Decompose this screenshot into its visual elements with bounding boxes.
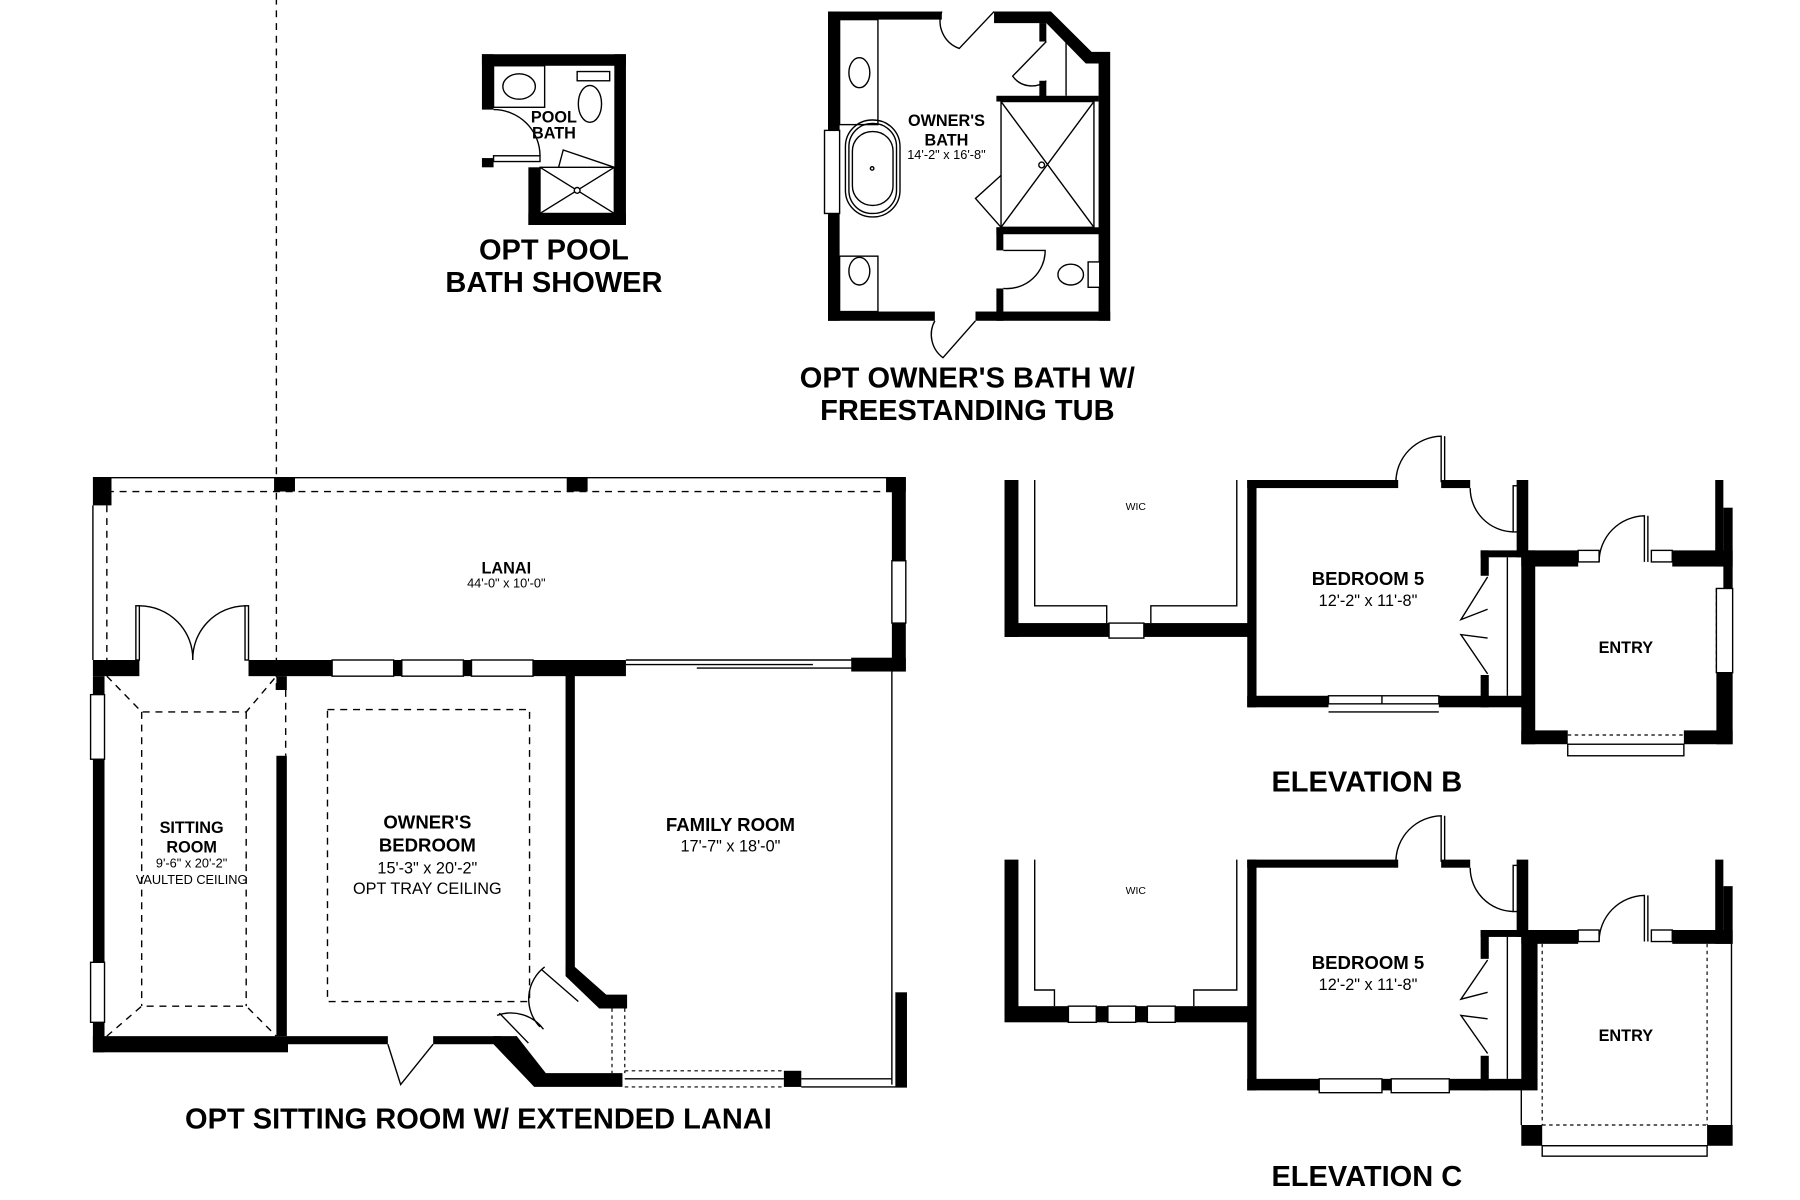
lanai-dimensions: 44'-0" x 10'-0": [467, 575, 545, 590]
bedroom5-dimensions-c: 12'-2" x 11'-8": [1319, 976, 1418, 994]
sitting-room-lanai-title: OPT SITTING ROOM W/ EXTENDED LANAI: [185, 1104, 772, 1136]
pool-bath-title-2: BATH SHOWER: [445, 267, 662, 299]
sitting-room-label-2: ROOM: [166, 839, 217, 857]
family-room-dimensions: 17'-7" x 18'-0": [681, 838, 781, 856]
elevation-c-title: ELEVATION C: [1271, 1161, 1462, 1193]
elevation-c-plan: WIC BEDROOM: [1004, 815, 1733, 1193]
entry-label-b: ENTRY: [1599, 639, 1654, 657]
owners-bath-title-2: FREESTANDING TUB: [820, 395, 1114, 427]
pool-bath-plan: POOL BATH OPT POOL BATH SHOWER: [445, 54, 663, 299]
wic-label-c: WIC: [1126, 886, 1147, 897]
owners-bath-room-label: OWNER'S: [908, 112, 985, 130]
owners-bedroom-ceiling-note: OPT TRAY CEILING: [353, 880, 502, 898]
bedroom5-label-b: BEDROOM 5: [1312, 568, 1425, 589]
sitting-room-lanai-plan: LANAI 44'-0" x 10'-0" SITTING ROOM 9'-6"…: [89, 0, 907, 1136]
pool-bath-room-label: POOL: [531, 108, 577, 126]
sitting-room-dimensions: 9'-6" x 20'-2": [156, 856, 227, 871]
owners-bath-title: OPT OWNER'S BATH W/: [800, 363, 1135, 395]
wic-label-b: WIC: [1126, 502, 1147, 513]
elevation-b-title: ELEVATION B: [1271, 767, 1462, 799]
owners-bath-plan: OWNER'S BATH 14'-2" x 16'-8" OPT OWNER'S…: [800, 11, 1135, 427]
sitting-room-label: SITTING: [160, 819, 224, 837]
elevation-b-plan: WIC BEDROOM 5 12': [1004, 435, 1734, 799]
sitting-room-ceiling-note: VAULTED CEILING: [136, 872, 248, 887]
entry-label-c: ENTRY: [1599, 1027, 1654, 1045]
pool-bath-room-label-2: BATH: [532, 125, 576, 143]
owners-bath-dimensions: 14'-2" x 16'-8": [907, 147, 985, 162]
bedroom5-dimensions-b: 12'-2" x 11'-8": [1319, 592, 1418, 610]
owners-bedroom-dimensions: 15'-3" x 20'-2": [377, 860, 477, 878]
lanai-room-label: LANAI: [482, 560, 532, 578]
owners-bedroom-label: OWNER'S: [383, 812, 471, 833]
pool-bath-title: OPT POOL: [479, 235, 629, 267]
owners-bath-room-label-2: BATH: [924, 131, 968, 149]
owners-bedroom-label-2: BEDROOM: [379, 835, 476, 856]
bedroom5-label-c: BEDROOM 5: [1312, 952, 1425, 973]
family-room-label: FAMILY ROOM: [666, 814, 795, 835]
